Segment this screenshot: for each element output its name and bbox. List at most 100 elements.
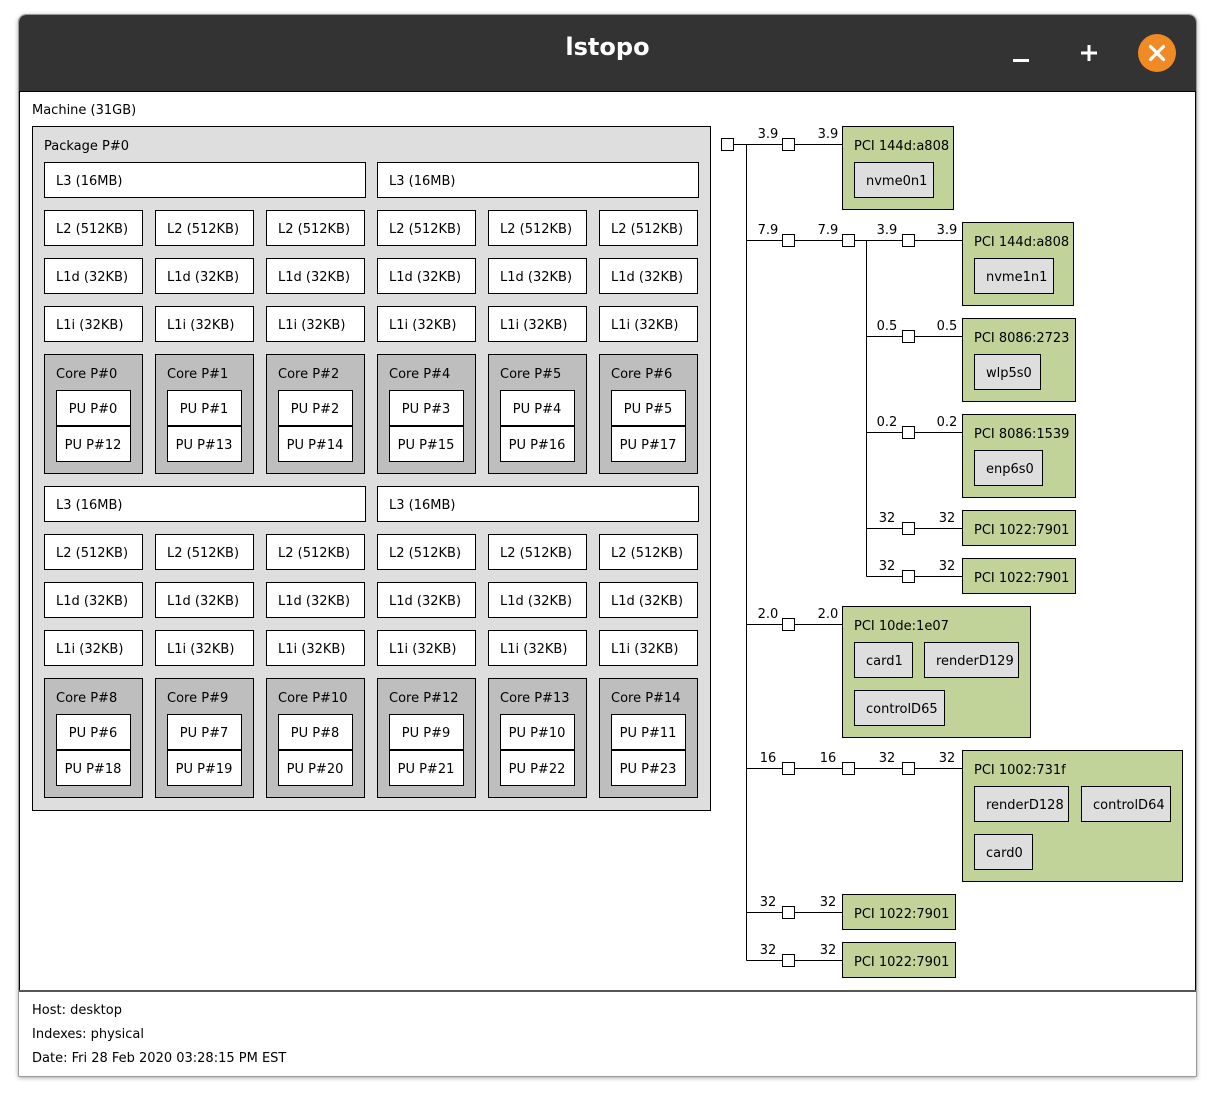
l1d-cache-label: L1d (32KB): [611, 270, 683, 285]
link-speed-label: 0.2: [937, 415, 958, 430]
os-device-box[interactable]: [974, 834, 1033, 870]
os-device-box[interactable]: [974, 786, 1069, 822]
l1i-cache-box: [155, 306, 254, 342]
l2-cache-label: L2 (512KB): [56, 222, 128, 237]
os-device-box[interactable]: [1081, 786, 1171, 822]
l1d-cache-box: [599, 258, 698, 294]
l1i-cache-label: L1i (32KB): [278, 642, 345, 657]
l3-cache-label: L3 (16MB): [56, 174, 122, 189]
pu-box[interactable]: [611, 750, 686, 786]
pci-device-label: PCI 1022:7901: [974, 523, 1069, 538]
legend: Host: desktop Indexes: physical Date: Fr…: [19, 990, 1196, 1076]
pu-box[interactable]: [278, 714, 353, 750]
l2-cache-box: [599, 210, 698, 246]
pu-box[interactable]: [389, 426, 464, 462]
pu-box[interactable]: [500, 750, 575, 786]
pci-device-label: PCI 1022:7901: [854, 955, 949, 970]
pu-label: PU P#12: [65, 438, 122, 453]
pu-box[interactable]: [611, 390, 686, 426]
l2-cache-label: L2 (512KB): [389, 222, 461, 237]
pu-box[interactable]: [389, 714, 464, 750]
pci-device-label: PCI 1022:7901: [974, 571, 1069, 586]
pu-box[interactable]: [56, 750, 131, 786]
maximize-button[interactable]: [1069, 33, 1109, 73]
l1i-cache-label: L1i (32KB): [389, 318, 456, 333]
pu-box[interactable]: [278, 390, 353, 426]
bridge-square: [902, 426, 915, 439]
link-speed-label: 0.5: [877, 319, 898, 334]
pu-box[interactable]: [389, 390, 464, 426]
pu-label: PU P#2: [291, 402, 340, 417]
pu-box[interactable]: [56, 714, 131, 750]
core-label: Core P#1: [167, 367, 228, 382]
pu-box[interactable]: [167, 714, 242, 750]
link-speed-label: 3.9: [877, 223, 898, 238]
pu-label: PU P#1: [180, 402, 229, 417]
close-button[interactable]: [1138, 34, 1176, 72]
os-device-box[interactable]: [974, 258, 1054, 294]
os-device-box[interactable]: [924, 642, 1019, 678]
link-speed-label: 3.9: [937, 223, 958, 238]
pu-box[interactable]: [167, 390, 242, 426]
l1d-cache-box: [377, 258, 476, 294]
pu-label: PU P#3: [402, 402, 451, 417]
pu-label: PU P#17: [620, 438, 677, 453]
os-device-box[interactable]: [854, 690, 945, 726]
pu-label: PU P#23: [620, 762, 677, 777]
pu-box[interactable]: [500, 426, 575, 462]
os-device-box[interactable]: [854, 162, 934, 198]
pu-label: PU P#15: [398, 438, 455, 453]
l1d-cache-box: [266, 258, 365, 294]
pu-label: PU P#16: [509, 438, 566, 453]
l2-cache-label: L2 (512KB): [611, 222, 683, 237]
pci-device-box[interactable]: [962, 558, 1076, 594]
os-device-label: wlp5s0: [986, 366, 1032, 381]
pu-label: PU P#5: [624, 402, 673, 417]
pu-box[interactable]: [389, 750, 464, 786]
legend-indexes: Indexes: physical: [32, 1027, 144, 1042]
bridge-square: [782, 906, 795, 919]
pu-label: PU P#7: [180, 726, 229, 741]
link-speed-label: 32: [760, 895, 777, 910]
pu-box[interactable]: [167, 750, 242, 786]
pu-box[interactable]: [500, 714, 575, 750]
l1i-cache-box: [44, 630, 143, 666]
bridge-square: [902, 762, 915, 775]
l2-cache-box: [44, 534, 143, 570]
l1d-cache-box: [44, 582, 143, 618]
l1i-cache-box: [488, 630, 587, 666]
pu-label: PU P#9: [402, 726, 451, 741]
link-speed-label: 7.9: [758, 223, 779, 238]
pu-label: PU P#4: [513, 402, 562, 417]
l3-cache-box: [44, 162, 366, 198]
l1d-cache-label: L1d (32KB): [389, 594, 461, 609]
l2-cache-label: L2 (512KB): [389, 546, 461, 561]
pci-device-box[interactable]: [842, 894, 956, 930]
bridge-square: [782, 954, 795, 967]
pu-box[interactable]: [167, 426, 242, 462]
l1d-cache-label: L1d (32KB): [167, 270, 239, 285]
pci-device-box[interactable]: [962, 510, 1076, 546]
os-device-box[interactable]: [974, 450, 1043, 486]
pu-box[interactable]: [278, 750, 353, 786]
link-speed-label: 3.9: [818, 127, 839, 142]
pu-box[interactable]: [56, 426, 131, 462]
pu-box[interactable]: [611, 426, 686, 462]
pu-box[interactable]: [278, 426, 353, 462]
os-device-box[interactable]: [854, 642, 913, 678]
pu-label: PU P#13: [176, 438, 233, 453]
l1i-cache-label: L1i (32KB): [56, 318, 123, 333]
os-device-box[interactable]: [974, 354, 1041, 390]
pu-box[interactable]: [500, 390, 575, 426]
package-box: [32, 126, 711, 811]
pci-device-box[interactable]: [842, 942, 956, 978]
l1d-cache-box: [44, 258, 143, 294]
minimize-button[interactable]: [1001, 33, 1041, 73]
l2-cache-box: [266, 534, 365, 570]
bridge-square: [782, 234, 795, 247]
pu-box[interactable]: [611, 714, 686, 750]
os-device-label: renderD128: [986, 798, 1064, 813]
topology-canvas: Machine (31GB)Package P#0L3 (16MB)L3 (16…: [19, 91, 1196, 990]
l1d-cache-box: [488, 582, 587, 618]
pu-box[interactable]: [56, 390, 131, 426]
